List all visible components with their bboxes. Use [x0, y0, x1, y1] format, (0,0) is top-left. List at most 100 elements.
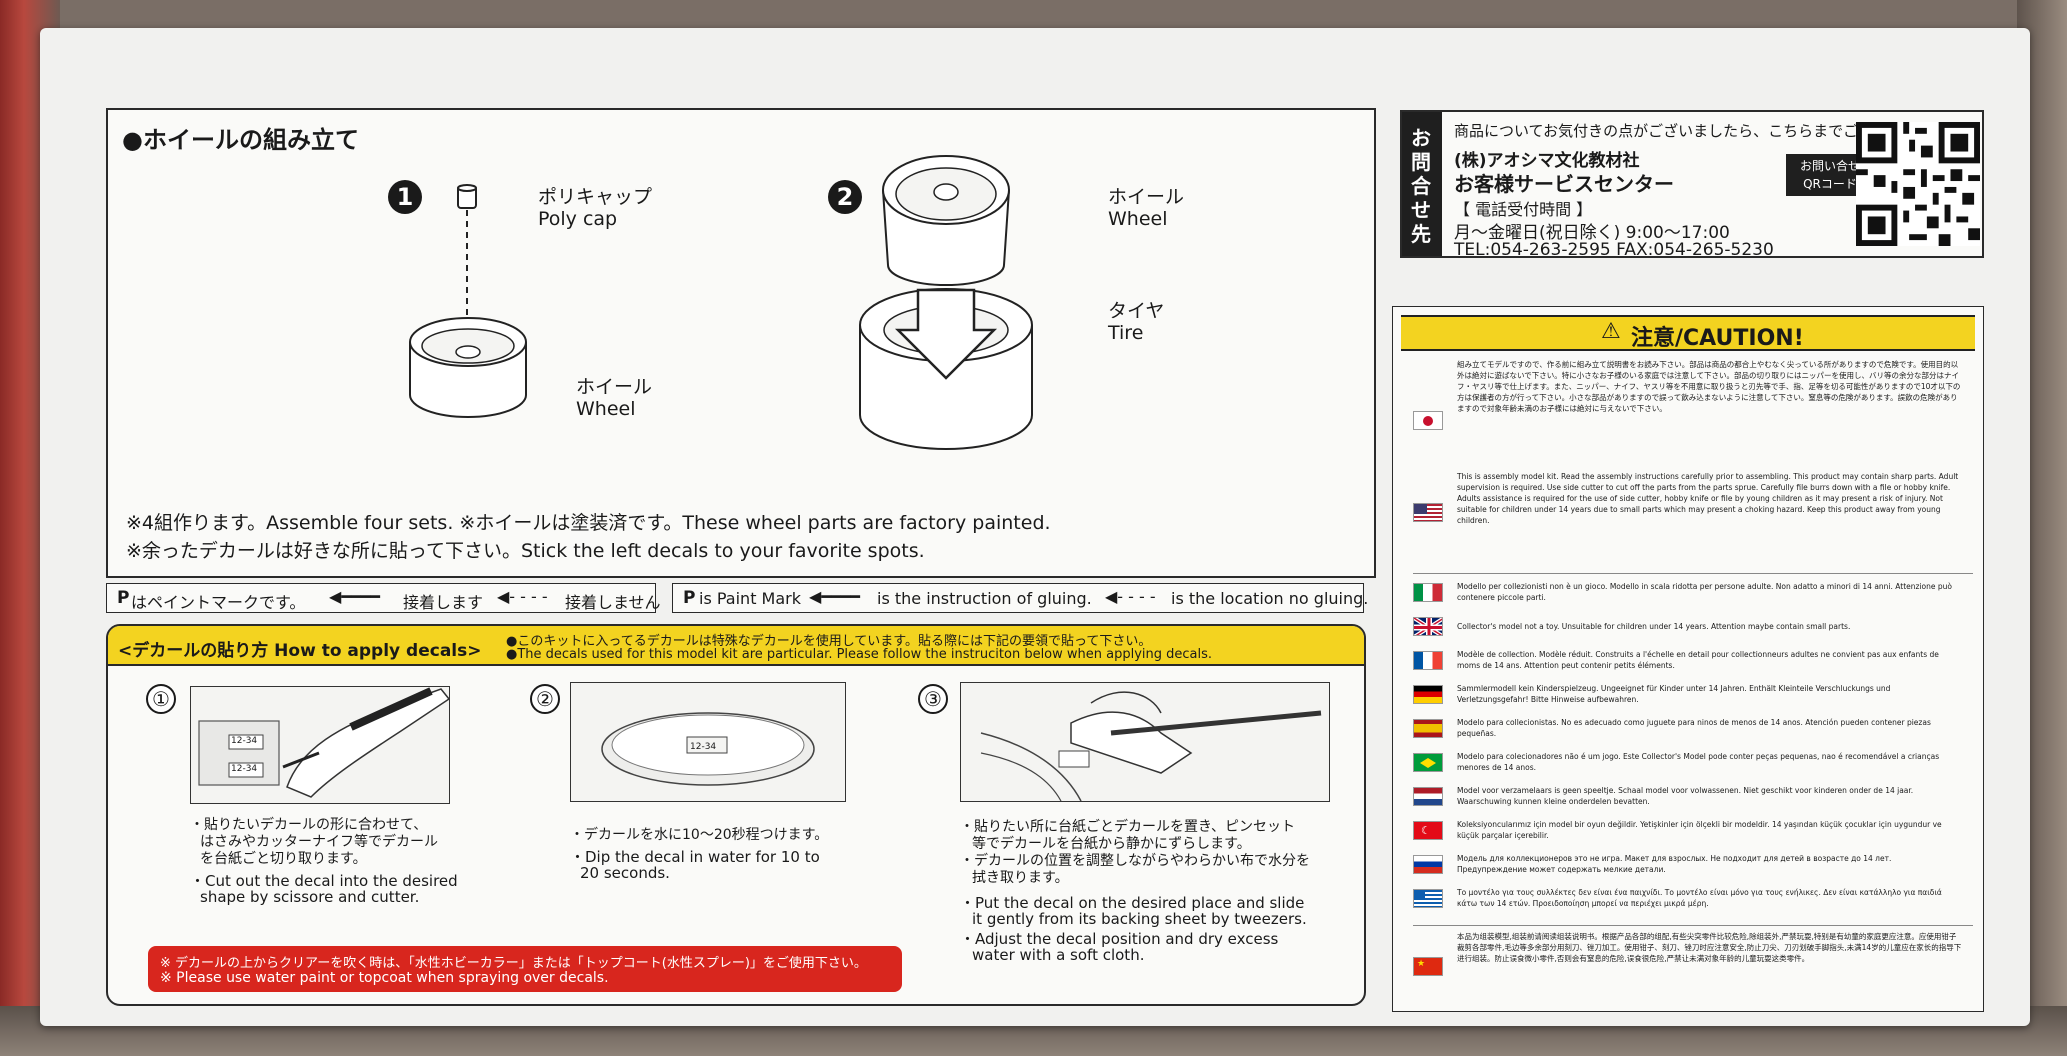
- tire-label-jp: タイヤ: [1108, 300, 1165, 322]
- spray-warning-box: [148, 946, 902, 992]
- caution-gb: Collector's model not a toy. Unsuitable …: [1457, 622, 1851, 631]
- caution-gr: Το μοντέλο για τους συλλέκτες δεν είναι …: [1457, 888, 1942, 908]
- legend-jp-box: P はペイントマークです。 ◀━━━━ 接着します ◀- - - - 接着しませ…: [106, 583, 661, 613]
- contact-hours-label: 【 電話受付時間 】: [1454, 200, 1593, 219]
- assembly-note-2: ※余ったデカールは好きな所に貼って下さい。Stick the left deca…: [126, 540, 925, 562]
- legend-jp-mark: はペイントマークです。: [131, 593, 306, 612]
- contact-side-tab: [1402, 112, 1442, 256]
- flag-es-icon: [1413, 719, 1443, 738]
- wheel-2-label-jp: ホイール: [1108, 186, 1185, 208]
- contact-hours: 月～金曜日(祝日除く) 9:00～17:00: [1454, 223, 1730, 243]
- decal-s1-jp-1: ・貼りたいデカールの形に合わせて、: [190, 817, 428, 833]
- wheel-1-label-en: Wheel: [576, 398, 636, 420]
- legend-jp-glue: 接着します: [403, 593, 484, 612]
- package-box: ●ホイールの組み立て 1 2 ポリキャップ Poly cap ホイール Whee…: [40, 28, 2030, 1026]
- wheel-1-label-jp: ホイール: [576, 376, 653, 398]
- contact-center: お客様サービスセンター: [1454, 172, 1674, 196]
- flag-br-icon: [1413, 753, 1443, 772]
- decal-label-2: 12-34: [690, 742, 717, 752]
- wheel-tire-illustration: [859, 155, 1033, 450]
- legend-en-noglue: is the location no gluing.: [1171, 589, 1369, 608]
- flag-ru-icon: [1413, 855, 1443, 874]
- caution-cn: 本品为组装模型,组装前请阅读组装说明书。根据产品各部的组配,有些尖突零件比较危险…: [1457, 932, 1962, 963]
- legend-jp-noglue: 接着しません: [565, 593, 661, 612]
- flag-de-icon: [1413, 685, 1443, 704]
- decal-label-1a: 12-34: [231, 736, 258, 746]
- decal-s1-jp-2: はさみやカッターナイフ等でデカール: [200, 834, 438, 850]
- decal-step-3-number: ③: [918, 684, 948, 714]
- assembly-title: ●ホイールの組み立て: [122, 126, 359, 154]
- caution-panel: ⚠ 注意/CAUTION! 組み立てモデルですので、作る前に組み立て説明書をお読…: [1392, 306, 1984, 1012]
- wheel-polycap-illustration: [409, 184, 527, 418]
- flag-it-icon: [1413, 583, 1443, 602]
- decal-label-1b: 12-34: [231, 764, 258, 774]
- contact-company: (株)アオシマ文化教材社: [1454, 151, 1640, 171]
- glue-arrow-icon-en: ◀━━━━: [809, 587, 860, 606]
- glue-arrow-icon: ◀━━━━: [329, 587, 380, 606]
- warning-triangle-icon: ⚠: [1601, 319, 1621, 344]
- decal-s3-en-2: it gently from its backing sheet by twee…: [972, 910, 1307, 928]
- flag-gb-icon: [1413, 617, 1443, 636]
- caution-de: Sammlermodell kein Kinderspielzeug. Unge…: [1457, 684, 1891, 704]
- polycap-label-jp: ポリキャップ: [538, 186, 653, 208]
- flag-cn-icon: ★: [1413, 957, 1443, 976]
- polycap-label-en: Poly cap: [538, 208, 618, 230]
- decal-s1-en-1: ・Cut out the decal into the desired: [190, 872, 458, 890]
- caution-ru: Модель для коллекционеров это не игра. М…: [1457, 854, 1892, 874]
- step-2-number: 2: [828, 180, 862, 214]
- decals-header-note-en: ●The decals used for this model kit are …: [506, 647, 1213, 662]
- flag-fr-icon: [1413, 651, 1443, 670]
- assembly-note-1: ※4組作ります。Assemble four sets. ※ホイールは塗装済です。…: [126, 512, 1051, 534]
- flag-us-icon: [1413, 503, 1443, 522]
- decal-step-2-number: ②: [530, 684, 560, 714]
- contact-intro: 商品についてお気付きの点がございましたら、こちらまでご連絡下さい。: [1454, 122, 1949, 140]
- wheel-assembly-panel: ●ホイールの組み立て 1 2 ポリキャップ Poly cap ホイール Whee…: [106, 108, 1376, 578]
- decal-s2-jp-1: ・デカールを水に10～20秒程つけます。: [570, 827, 829, 843]
- caution-tr: Koleksiyoncularımız için model bir oyun …: [1457, 820, 1942, 840]
- flag-nl-icon: [1413, 787, 1443, 806]
- contact-phone: TEL:054-263-2595 FAX:054-265-5230: [1454, 240, 1774, 260]
- spray-warning-en: ※ Please use water paint or topcoat when…: [160, 970, 609, 986]
- wheel-2-label-en: Wheel: [1108, 208, 1168, 230]
- paint-mark-icon-en: P: [683, 588, 696, 608]
- decal-step-2-illustration: [570, 682, 846, 802]
- noglue-arrow-icon: ◀- - - -: [497, 587, 548, 606]
- step-1-number: 1: [388, 180, 422, 214]
- decal-s3-en-3: ・Adjust the decal position and dry exces…: [960, 930, 1279, 948]
- caution-title: 注意/CAUTION!: [1631, 326, 1804, 351]
- caution-jp: 組み立てモデルですので、作る前に組み立て説明書をお読み下さい。部品は商品の都合上…: [1457, 360, 1961, 413]
- legend-en-glue: is the instruction of gluing.: [877, 589, 1092, 608]
- decals-header-bar: [108, 626, 1364, 666]
- decals-header-note-jp: ●このキットに入ってるデカールは特殊なデカールを使用しています。貼る際には下記の…: [506, 634, 1152, 649]
- decal-s3-jp-2: 等でデカールを台紙から静かにずらします。: [972, 836, 1251, 852]
- paint-mark-icon: P: [117, 588, 130, 608]
- contact-side-label: お問合せ先: [1411, 126, 1431, 246]
- tire-label-en: Tire: [1108, 322, 1144, 344]
- caution-br: Modelo para colecionadores não é um jogo…: [1457, 752, 1940, 772]
- caution-header-bar: [1401, 315, 1975, 351]
- decal-s3-en-1: ・Put the decal on the desired place and …: [960, 894, 1305, 912]
- decal-s1-jp-3: を台紙ごと切り取ります。: [200, 851, 367, 867]
- decal-s2-en-2: 20 seconds.: [580, 864, 670, 882]
- qr-code-icon[interactable]: [1856, 122, 1980, 246]
- qr-label-2: QRコード: [1803, 177, 1857, 191]
- decal-step-3-illustration: [960, 682, 1330, 802]
- decals-header: <デカールの貼り方 How to apply decals>: [118, 641, 482, 661]
- decal-s2-en-1: ・Dip the decal in water for 10 to: [570, 848, 820, 866]
- caution-nl: Model voor verzamelaars is geen speeltje…: [1457, 786, 1914, 806]
- decal-s3-jp-1: ・貼りたい所に台紙ごとデカールを置き、ピンセット: [960, 819, 1296, 835]
- flag-gr-icon: [1413, 889, 1443, 908]
- decal-s3-jp-4: 拭き取ります。: [972, 870, 1069, 886]
- contact-panel: お問合せ先 商品についてお気付きの点がございましたら、こちらまでご連絡下さい。 …: [1400, 110, 1984, 260]
- decal-s1-en-2: shape by scissore and cutter.: [200, 888, 420, 906]
- caution-it: Modello per collezionisti non è un gioco…: [1457, 582, 1952, 602]
- flag-jp-icon: [1413, 411, 1443, 430]
- decal-step-1-number: ①: [146, 684, 176, 714]
- caution-fr: Modèle de collection. Modèle réduit. Con…: [1457, 650, 1939, 670]
- caution-es: Modelo para collecionistas. No es adecua…: [1457, 718, 1931, 738]
- flag-tr-icon: ☾: [1413, 821, 1443, 840]
- qr-label-1: お問い合せ: [1799, 159, 1860, 173]
- legend-en-box: P is Paint Mark ◀━━━━ is the instruction…: [672, 583, 1368, 613]
- legend-en-mark: is Paint Mark: [699, 589, 801, 608]
- caution-en: This is assembly model kit. Read the ass…: [1457, 472, 1959, 525]
